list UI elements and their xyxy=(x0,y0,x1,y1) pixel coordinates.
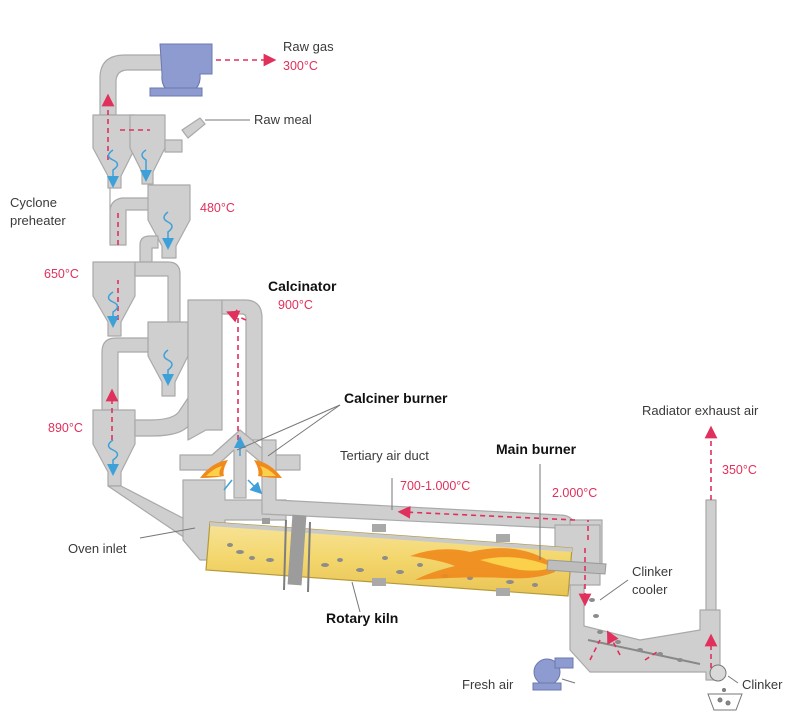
cyclone-stage-1b xyxy=(129,114,166,185)
main-burner-flame xyxy=(410,548,555,580)
calciner-burner-label: Calciner burner xyxy=(344,390,448,406)
fresh-air-fan xyxy=(532,657,574,691)
exhaust-temp: 350°C xyxy=(722,463,757,477)
clinker-outlet xyxy=(707,664,743,711)
calcinator-tower xyxy=(187,299,223,441)
cyclone-preheater-label-line2: preheater xyxy=(10,213,66,228)
stage-650-temp: 650°C xyxy=(44,267,79,281)
cyclone-preheater-label-line1: Cyclone xyxy=(10,195,57,210)
raw-meal-label: Raw meal xyxy=(254,112,312,127)
rotary-kiln xyxy=(205,514,607,597)
calcinator-label: Calcinator xyxy=(268,278,337,294)
stage-480-temp: 480°C xyxy=(200,201,235,215)
cyclone-stage-1a xyxy=(92,114,136,189)
cyclone-stage-5 xyxy=(92,409,136,487)
raw-gas-label: Raw gas xyxy=(283,39,334,54)
leader-lines xyxy=(139,119,739,684)
clinker-cooler-label-line1: Clinker xyxy=(632,564,673,579)
calciner-burner-flames xyxy=(200,460,282,478)
material-flow-lines xyxy=(107,149,263,495)
clinker-cooler-label-line2: cooler xyxy=(632,582,668,597)
kiln-hood-temp: 2.000°C xyxy=(552,486,598,500)
cyclone-stage-4 xyxy=(147,321,189,397)
clinker-label: Clinker xyxy=(742,677,783,692)
preheater-structure xyxy=(92,54,721,681)
raw-gas-temp: 300°C xyxy=(283,59,318,73)
main-burner-label: Main burner xyxy=(496,441,577,457)
tertiary-air-duct-label: Tertiary air duct xyxy=(340,448,429,463)
cyclone-stage-3 xyxy=(92,261,136,337)
radiator-exhaust-air-label: Radiator exhaust air xyxy=(642,403,759,418)
calcinator-temp: 900°C xyxy=(278,298,313,312)
fresh-air-label: Fresh air xyxy=(462,677,514,692)
tertiary-duct-temp: 700-1.000°C xyxy=(400,479,471,493)
cyclone-stage-2 xyxy=(147,184,191,259)
oven-inlet-label: Oven inlet xyxy=(68,541,127,556)
raw-gas-fan xyxy=(149,43,213,97)
main-burner-pipe xyxy=(546,559,607,575)
gas-flow-lines xyxy=(101,53,718,668)
stage-890-temp: 890°C xyxy=(48,421,83,435)
rotary-kiln-label: Rotary kiln xyxy=(326,610,399,626)
